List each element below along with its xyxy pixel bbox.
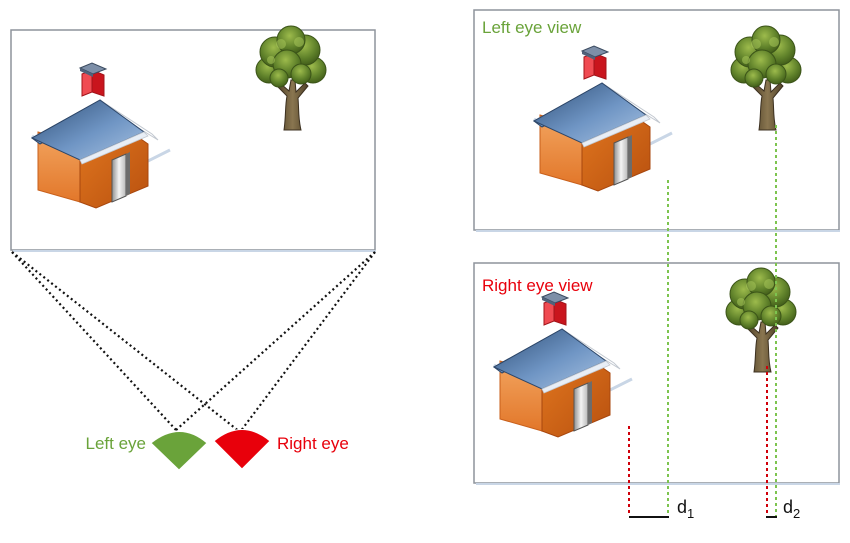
sight-lines [11, 251, 376, 433]
right-eye-icon [213, 429, 271, 470]
left-eye-view-panel: Left eye view [473, 9, 840, 232]
right-eye-view-title: Right eye view [482, 276, 593, 295]
d1-label: d1 [677, 497, 694, 521]
d2-label: d2 [783, 497, 800, 521]
left-eye-icon [150, 431, 208, 471]
left-eye-label: Left eye [86, 434, 147, 453]
right-eye-view-panel: Right eye view [473, 262, 840, 485]
disparity-lines [628, 125, 777, 516]
right-eye-label: Right eye [277, 434, 349, 453]
scene-panel [10, 25, 376, 252]
left-eye-view-title: Left eye view [482, 18, 582, 37]
